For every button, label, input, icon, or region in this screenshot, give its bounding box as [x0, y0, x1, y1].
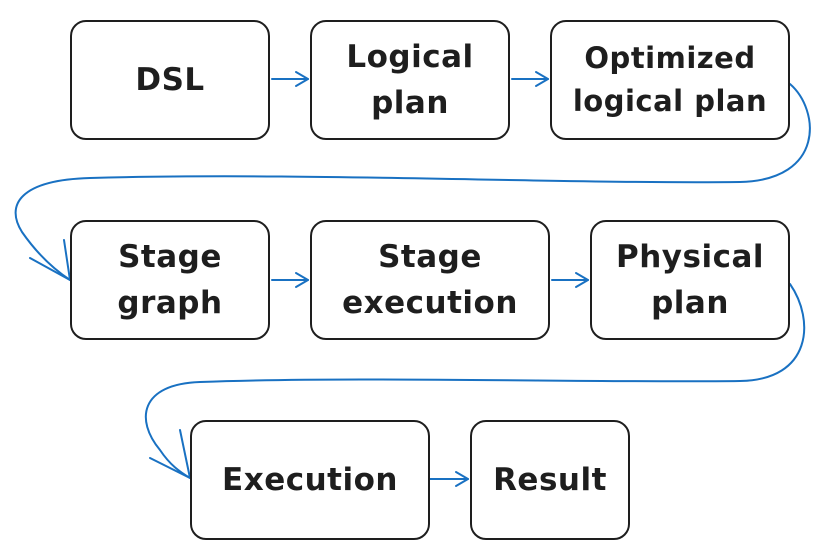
node-physical-plan-label: Physical plan [616, 238, 764, 322]
node-optimized-logical-plan-label: Optimized logical plan [572, 40, 768, 119]
node-stage-graph: Stage graph [70, 220, 270, 340]
node-dsl-label: DSL [135, 61, 205, 98]
node-stage-execution-label: Stage execution [342, 238, 518, 322]
arrow-dsl-to-logical-plan [271, 71, 309, 87]
node-logical-plan-label: Logical plan [346, 38, 474, 122]
node-result-label: Result [493, 461, 607, 498]
arrow-stage-graph-to-execution [271, 272, 309, 288]
node-execution: Execution [190, 420, 430, 540]
node-dsl: DSL [70, 20, 270, 140]
node-stage-graph-label: Stage graph [117, 238, 223, 322]
node-stage-execution: Stage execution [310, 220, 550, 340]
arrow-logical-to-optimized [511, 71, 549, 87]
arrow-execution-to-result [429, 471, 469, 487]
arrow-stage-execution-to-physical [551, 272, 589, 288]
node-physical-plan: Physical plan [590, 220, 790, 340]
node-result: Result [470, 420, 630, 540]
node-execution-label: Execution [222, 461, 398, 498]
node-logical-plan: Logical plan [310, 20, 510, 140]
node-optimized-logical-plan: Optimized logical plan [550, 20, 790, 140]
